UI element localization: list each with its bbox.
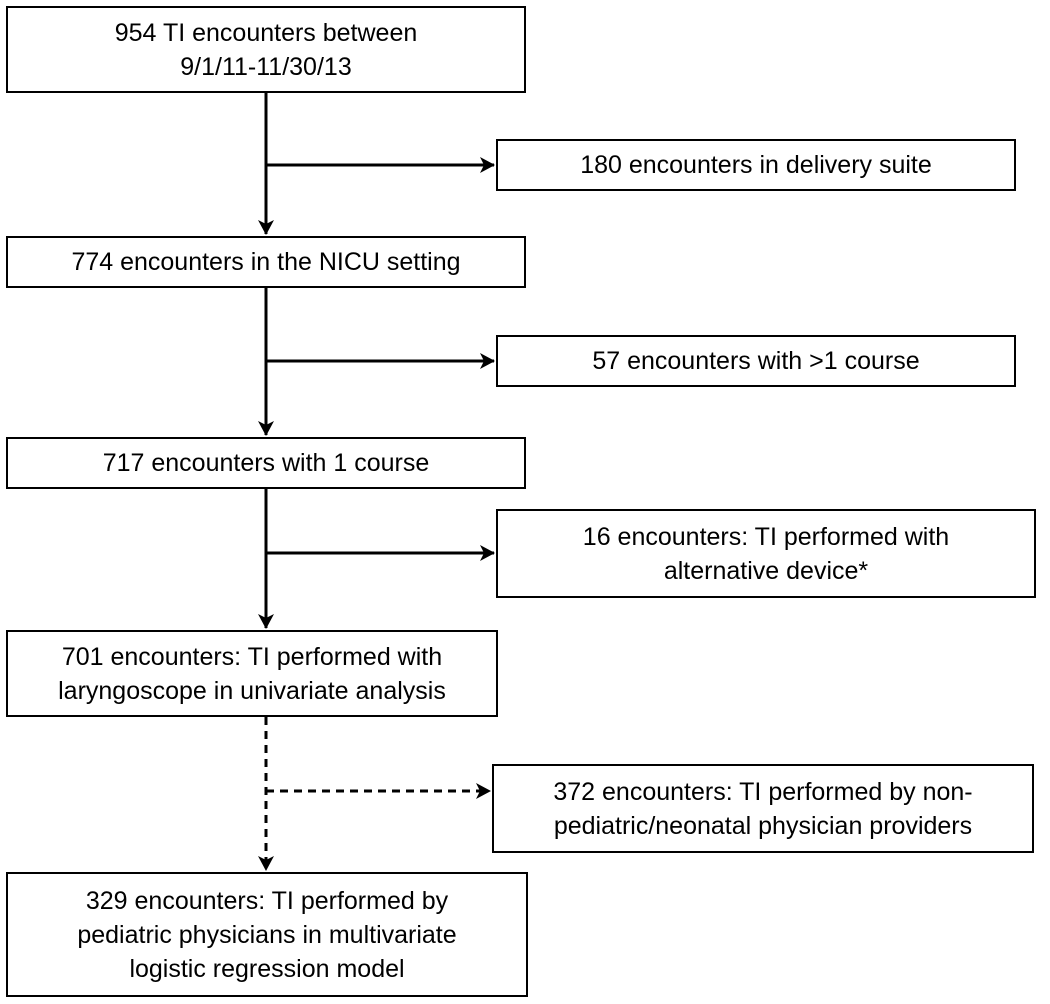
exclusion-courses-box: 57 encounters with >1 course <box>496 335 1016 387</box>
final-line-2: pediatric physicians in multivariate <box>77 920 457 949</box>
laryngoscope-box: 701 encounters: TI performed with laryng… <box>6 630 498 717</box>
exclusion-providers-line-2: pediatric/neonatal physician providers <box>553 811 973 840</box>
exclusion-device-box: 16 encounters: TI performed with alterna… <box>496 509 1036 598</box>
one-course-text: 717 encounters with 1 course <box>102 449 430 477</box>
start-box: 954 TI encounters between 9/1/11-11/30/1… <box>6 6 526 93</box>
exclusion-providers-box: 372 encounters: TI performed by non- ped… <box>492 764 1034 853</box>
laryngoscope-line-1: 701 encounters: TI performed with <box>61 642 443 671</box>
exclusion-providers-line-1: 372 encounters: TI performed by non- <box>553 777 973 806</box>
nicu-text: 774 encounters in the NICU setting <box>71 248 461 276</box>
final-line-1: 329 encounters: TI performed by <box>85 886 449 915</box>
final-box: 329 encounters: TI performed by pediatri… <box>6 872 528 997</box>
laryngoscope-line-2: laryngoscope in univariate analysis <box>58 676 446 705</box>
start-line-1: 954 TI encounters between <box>114 18 418 47</box>
exclusion-delivery-text: 180 encounters in delivery suite <box>580 151 932 179</box>
one-course-box: 717 encounters with 1 course <box>6 437 526 489</box>
start-line-2: 9/1/11-11/30/13 <box>180 52 352 81</box>
final-line-3: logistic regression model <box>129 954 405 983</box>
exclusion-courses-text: 57 encounters with >1 course <box>592 347 920 375</box>
nicu-box: 774 encounters in the NICU setting <box>6 236 526 288</box>
exclusion-device-line-1: 16 encounters: TI performed with <box>582 522 950 551</box>
exclusion-device-line-2: alternative device* <box>663 556 869 585</box>
exclusion-delivery-box: 180 encounters in delivery suite <box>496 139 1016 191</box>
